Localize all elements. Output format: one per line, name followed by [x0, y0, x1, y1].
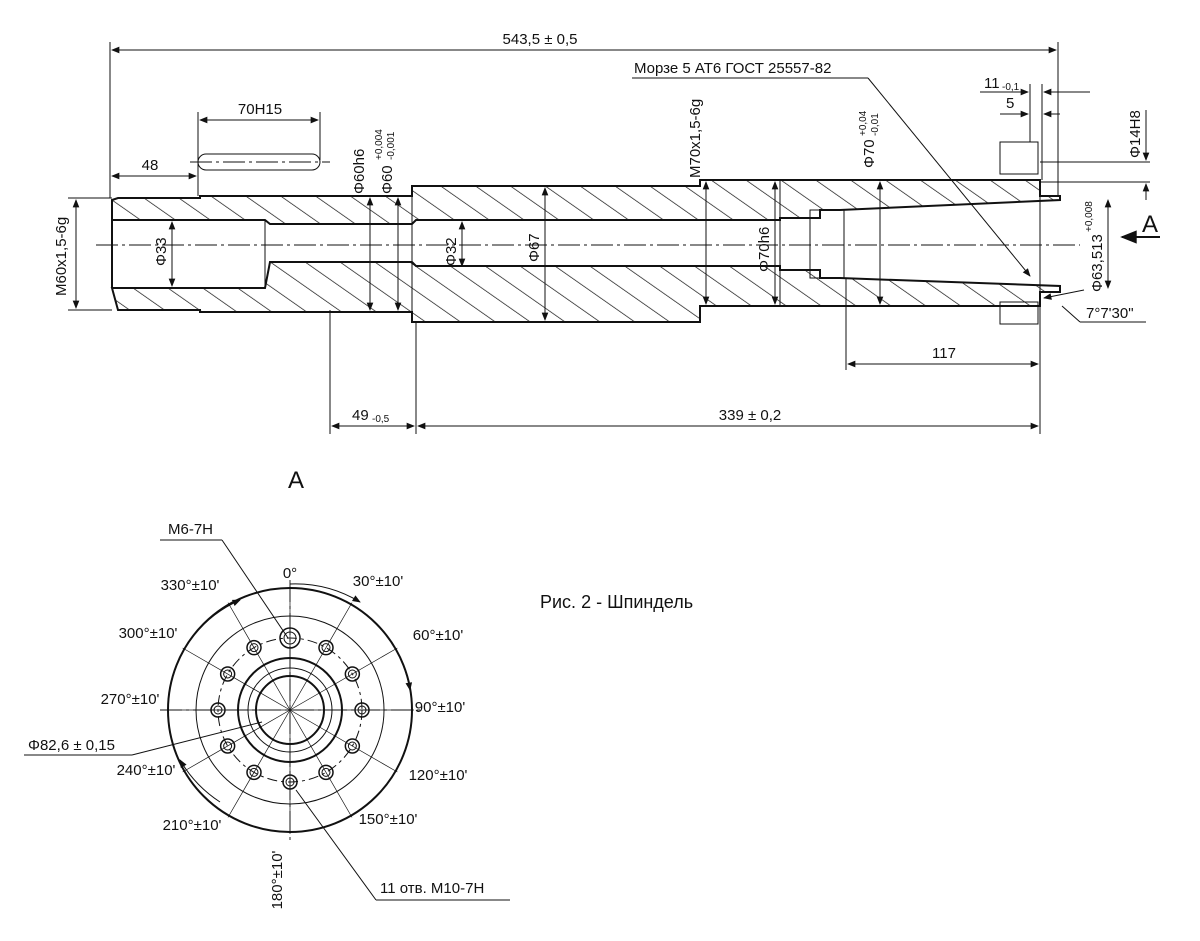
bearing-4-label: Φ70: [861, 139, 878, 168]
angle-label: 300°±10': [119, 625, 178, 642]
lower-wall: [110, 261, 1061, 323]
bearing-2-label: Φ60: [379, 165, 396, 194]
nose-dia-label: Φ63,513: [1089, 234, 1106, 292]
thread-mid-label: M70x1,5-6g: [687, 99, 704, 178]
section-label: A: [288, 467, 304, 494]
bearing-1-label: Φ60h6: [351, 149, 368, 194]
angle-ray: [289, 647, 398, 711]
angle-ray: [227, 602, 291, 711]
bearing-2-lower-tol: -0,001: [386, 131, 397, 160]
bolt-hole-core: [347, 741, 357, 751]
dist-2-label: 339 ± 0,2: [719, 407, 781, 424]
thread-left-label: M60x1,5-6g: [53, 217, 70, 296]
dist-1-tol: -0,5: [372, 414, 390, 425]
angle-ray: [289, 709, 353, 818]
angle-label: 270°±10': [101, 691, 160, 708]
end-view-labels: M6-7H 11 отв. M10-7H Φ82,6 ± 0,15 0° 30°±…: [24, 521, 510, 909]
flange-width-label: 11: [984, 75, 1000, 92]
bolt-hole-core: [249, 767, 259, 777]
bearing-4-upper-tol: +0,04: [858, 110, 869, 136]
arc-60-90: [389, 639, 413, 691]
bolt-hole: [318, 764, 334, 781]
angle-labels: 0° 30°±10' 60°±10' 90°±10' 120°±10' 150°±10' 1…: [101, 565, 468, 909]
angle-label: 210°±10': [163, 817, 222, 834]
angle-ray: [182, 709, 291, 773]
angle-ray: [182, 647, 291, 711]
arc-0-30: [289, 583, 361, 603]
bolt-hole: [344, 738, 361, 754]
taper-angle-label: 7°7'30": [1086, 305, 1134, 322]
bearing-2-upper-tol: +0,004: [374, 129, 385, 160]
key-dia-label: Φ14H8: [1127, 110, 1144, 158]
nose-dia-tol: +0,008: [1084, 201, 1095, 232]
arc-300-330: [189, 599, 241, 641]
angle-ray: [289, 602, 353, 711]
angle-label: 30°±10': [353, 573, 404, 590]
bolt-hole-core: [347, 669, 357, 679]
taper-label: Морзе 5 АТ6 ГОСТ 25557-82: [634, 60, 831, 77]
view-arrow-label: A: [1142, 211, 1158, 238]
bolt-hole: [318, 639, 334, 656]
drive-key-bottom: [999, 301, 1039, 325]
angle-label: 120°±10': [409, 767, 468, 784]
angle-label: 150°±10': [359, 811, 418, 828]
taper-length-label: 117: [932, 345, 956, 362]
bearing-4-lower-tol: -0,01: [870, 113, 881, 136]
bolt-hole-core: [321, 643, 331, 653]
key-width-label: 5: [1006, 95, 1014, 112]
angle-label: 330°±10': [161, 577, 220, 594]
left-step-label: 48: [142, 157, 159, 174]
bolt-hole: [246, 764, 262, 781]
angle-label: 0°: [283, 565, 297, 582]
arc-210-240: [179, 759, 221, 803]
angle-label: 90°±10': [415, 699, 466, 716]
angle-label: 240°±10': [117, 762, 176, 779]
body-dia-label: Φ67: [526, 233, 543, 262]
bolt-holes: [166, 586, 414, 834]
bore-left-label: Φ33: [153, 237, 170, 266]
bolt-hole: [219, 738, 236, 754]
bolt-hole-core: [223, 741, 233, 751]
bolt-hole: [344, 666, 361, 682]
undercut: [809, 209, 845, 279]
bearing-3-label: Φ70h6: [756, 227, 773, 272]
dist-1-label: 49: [352, 407, 369, 424]
bolt-hole: [219, 666, 236, 682]
angle-ray: [289, 709, 398, 773]
holes-label: 11 отв. M10-7H: [380, 880, 484, 897]
pcd-label: Φ82,6 ± 0,15: [28, 737, 115, 754]
end-view: [160, 580, 420, 840]
flange-width-tol: -0,1: [1002, 82, 1020, 93]
center-hole-label: M6-7H: [168, 521, 213, 538]
spindle-section-view: [96, 141, 1080, 325]
keyway-length-label: 70H15: [238, 101, 282, 118]
bolt-hole-core: [249, 643, 259, 653]
angle-ray: [227, 709, 291, 818]
bolt-hole-core: [321, 767, 331, 777]
bolt-hole: [246, 639, 262, 656]
upper-wall: [111, 179, 1061, 225]
bolt-hole-core: [223, 669, 233, 679]
bore-mid-label: Φ32: [443, 237, 460, 266]
figure-caption: Рис. 2 - Шпиндель: [540, 592, 693, 612]
overall-length-label: 543,5 ± 0,5: [503, 31, 578, 48]
drive-key-top: [999, 141, 1039, 175]
angle-label: 60°±10': [413, 627, 464, 644]
side-dimensions: 543,5 ± 0,5 70H15 48 M60x1,5-6g Φ33 Φ60h…: [53, 31, 1160, 434]
angle-label: 180°±10': [269, 850, 286, 909]
